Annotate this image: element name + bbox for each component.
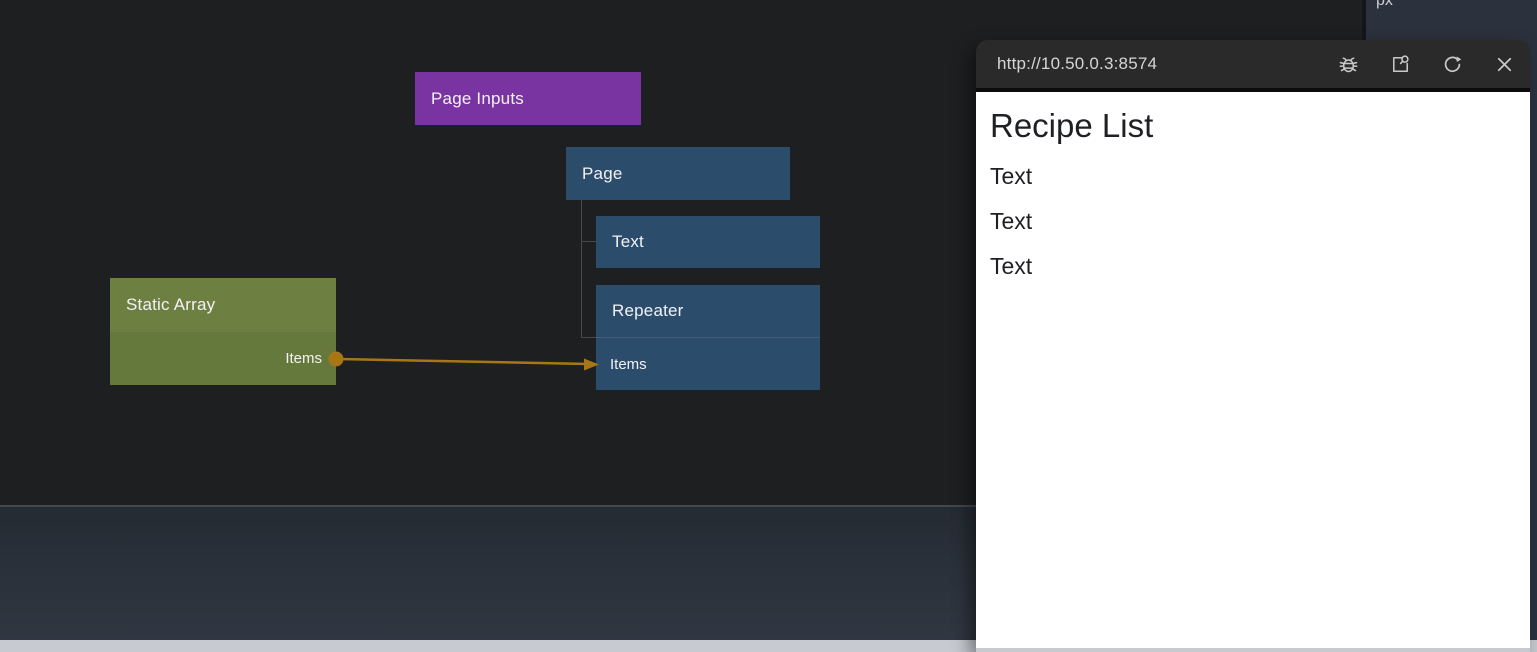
node-repeater-label: Repeater [612, 301, 684, 320]
static-array-items-port-label: Items [285, 350, 322, 367]
node-text-label: Text [612, 232, 644, 251]
preview-titlebar[interactable]: http://10.50.0.3:8574 [976, 40, 1530, 92]
page-title: Recipe List [990, 107, 1154, 144]
reload-button[interactable] [1440, 52, 1464, 76]
inspect-page-icon [1392, 54, 1409, 72]
static-array-items-port[interactable]: Items [110, 332, 336, 385]
node-static-array-label: Static Array [126, 295, 216, 314]
text-item: Text [990, 253, 1033, 279]
tree-connector-repeater-branch [581, 337, 596, 338]
preview-toolbar [1336, 52, 1516, 76]
inspect-page-button[interactable] [1388, 52, 1412, 76]
close-preview-button[interactable] [1492, 52, 1516, 76]
node-static-array[interactable]: Static Array Items [110, 278, 336, 385]
node-repeater[interactable]: Repeater Items [596, 285, 820, 390]
connection-edge[interactable] [328, 351, 600, 371]
text-item: Text [990, 163, 1033, 189]
debug-icon [1338, 57, 1358, 72]
preview-window: http://10.50.0.3:8574 [976, 40, 1530, 652]
node-page-inputs-label: Page Inputs [431, 88, 524, 108]
repeater-items-port[interactable]: Items [596, 337, 820, 390]
repeater-items-port-label: Items [610, 355, 647, 373]
node-page[interactable]: Page [566, 147, 790, 200]
debug-button[interactable] [1336, 52, 1360, 76]
tree-connector-vertical [581, 200, 582, 337]
preview-content: Recipe List Text Text Text [976, 92, 1530, 648]
close-icon [1497, 57, 1511, 71]
preview-url: http://10.50.0.3:8574 [997, 54, 1158, 73]
node-page-inputs[interactable]: Page Inputs [415, 72, 641, 125]
reload-icon [1444, 55, 1461, 72]
px-unit-label: px [1376, 0, 1393, 9]
text-item: Text [990, 208, 1033, 234]
node-page-label: Page [582, 163, 623, 183]
node-text[interactable]: Text [596, 216, 820, 268]
tree-connector-text-branch [581, 241, 596, 242]
